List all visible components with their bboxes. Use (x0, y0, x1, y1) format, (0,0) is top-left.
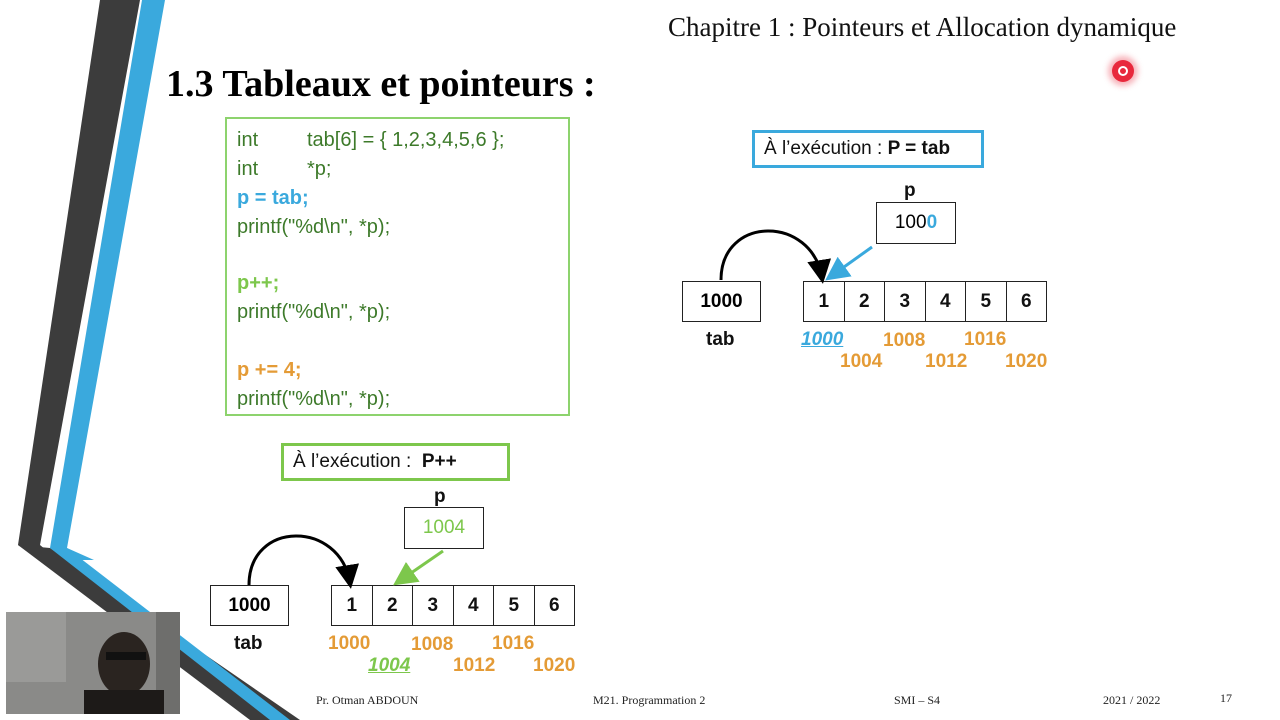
array-cell: 4 (926, 282, 966, 321)
address-current: 1004 (368, 655, 411, 676)
array-cells: 1 2 3 4 5 6 (331, 585, 575, 626)
array-cell: 6 (548, 594, 560, 616)
array-cell: 1 (804, 282, 845, 321)
tab-box: 1000 (682, 281, 761, 322)
address-label: 1016 (964, 329, 1007, 350)
tab-label: tab (706, 329, 735, 350)
address-label: 1020 (1005, 351, 1048, 372)
address-label: 1000 (328, 633, 371, 654)
pointer-box: 1004 (404, 507, 484, 549)
array-cells: 1 2 3 4 5 6 (803, 281, 1047, 322)
execution-label-p-equals-tab: À l’exécution : P = tab (752, 130, 984, 168)
execution-label-p-increment: À l’exécution : P++ (281, 443, 510, 481)
array-cell: 2 (373, 586, 413, 625)
code-line-4: printf("%d\n", *p); (237, 216, 391, 238)
address-label: 1008 (411, 634, 454, 655)
footer-author: Pr. Otman ABDOUN (316, 693, 419, 707)
webcam-overlay (6, 612, 180, 714)
code-line-6: printf("%d\n", *p); (237, 301, 391, 323)
footer-track: SMI – S4 (894, 693, 941, 707)
code-line-8: printf("%d\n", *p); (237, 388, 391, 410)
presenter-avatar (6, 612, 180, 714)
array-cell: 3 (413, 586, 454, 625)
address-label: 1012 (453, 655, 496, 676)
pointer-arrow-icon (825, 245, 873, 281)
record-indicator-icon (1112, 60, 1134, 82)
array-cell: 3 (885, 282, 926, 321)
diagram2-arrows (247, 534, 444, 589)
array-cell: 5 (494, 586, 535, 625)
footer-course: M21. Programmation 2 (593, 693, 706, 707)
address-label: 1004 (840, 351, 883, 372)
array-cell: 4 (454, 586, 494, 625)
address-current: 1000 (801, 329, 844, 350)
code-line-5: p++; (237, 272, 280, 294)
array-cell: 2 (845, 282, 885, 321)
chapter-title: Chapitre 1 : Pointeurs et Allocation dyn… (668, 12, 1177, 42)
address-label: 1020 (533, 655, 576, 676)
code-line-1: int tab[6] = { 1,2,3,4,5,6 }; (237, 129, 504, 152)
blue-stripe (50, 0, 165, 560)
pointer-name: p (904, 180, 916, 201)
execution-label-bold: P = tab (887, 138, 951, 159)
address-label: 1012 (925, 351, 968, 372)
pointer-arrow-icon (393, 549, 444, 586)
page-number: 17 (1220, 691, 1232, 705)
code-text: tab[6] = { 1,2,3,4,5,6 }; (307, 129, 505, 151)
code-text: *p; (307, 158, 332, 180)
code-line-7: p += 4; (237, 359, 302, 381)
code-line-3: p = tab; (237, 187, 309, 209)
array-cell: 5 (966, 282, 1007, 321)
curved-arrow-icon (247, 534, 360, 589)
slide-title: 1.3 Tableaux et pointeurs : (166, 63, 596, 105)
pointer-value-suffix: 0 (926, 212, 938, 233)
array-cell: 1 (332, 586, 373, 625)
code-keyword: int (237, 158, 259, 180)
address-label: 1016 (492, 633, 535, 654)
execution-label-text: À l’exécution : (764, 138, 888, 159)
pointer-value-prefix: 100 (894, 212, 927, 233)
tab-box: 1000 (210, 585, 289, 626)
code-line-2: int *p; (237, 158, 331, 181)
code-block: int tab[6] = { 1,2,3,4,5,6 }; int *p; p = … (225, 117, 570, 416)
execution-label-bold: P++ (421, 451, 457, 472)
diagram1-arrows (719, 229, 873, 284)
dark-stripe (18, 0, 140, 570)
code-keyword: int (237, 129, 259, 151)
pointer-name: p (434, 486, 446, 507)
curved-arrow-icon (719, 229, 832, 284)
execution-label-text: À l’exécution : (293, 451, 422, 472)
array-cell: 6 (1020, 290, 1032, 312)
tab-label: tab (234, 633, 263, 654)
footer-year: 2021 / 2022 (1103, 693, 1161, 707)
address-label: 1008 (883, 330, 926, 351)
